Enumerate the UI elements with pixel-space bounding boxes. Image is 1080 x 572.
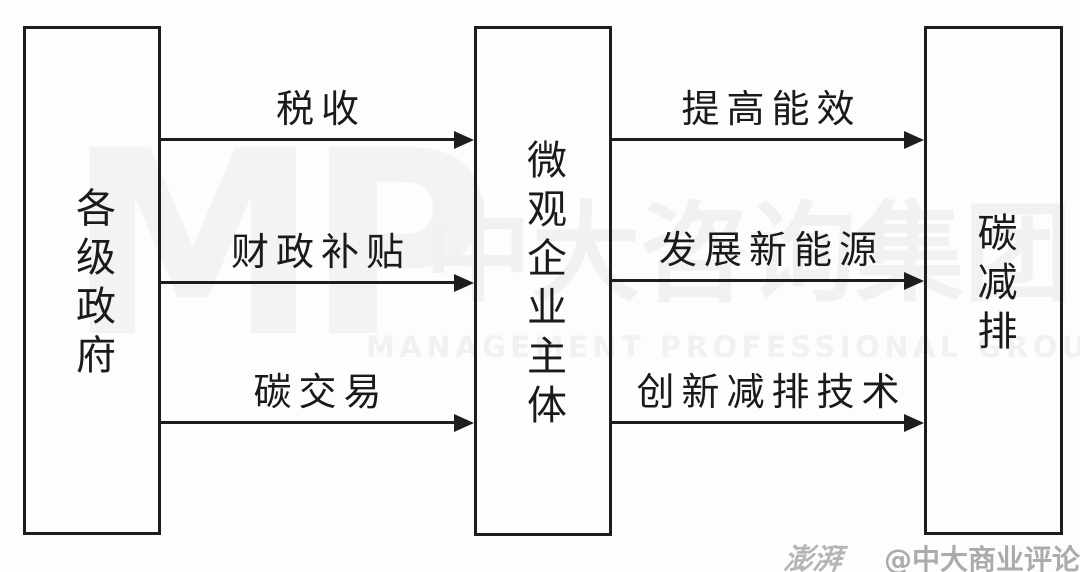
arrowhead-icon <box>454 273 474 292</box>
arrow-line <box>161 421 470 424</box>
node-carbon-reduction: 碳减排 <box>924 26 1063 535</box>
arrow-emission-reduction-tech: 创新减排技术 <box>612 372 924 432</box>
arrow-carbon-trading: 碳交易 <box>161 372 474 432</box>
arrow-new-energy: 发展新能源 <box>612 230 924 290</box>
arrow-line <box>612 138 920 141</box>
arrow-energy-efficiency-label: 提高能效 <box>681 89 862 132</box>
arrow-line <box>612 279 920 282</box>
arrow-energy-efficiency: 提高能效 <box>612 89 924 149</box>
arrow-carbon-trading-label: 碳交易 <box>253 372 389 415</box>
arrowhead-icon <box>904 271 924 290</box>
arrow-line <box>161 138 470 141</box>
arrow-fiscal-subsidy: 财政补贴 <box>161 232 474 292</box>
arrow-line <box>612 421 920 424</box>
node-micro-enterprise-label: 微观企业主体 <box>521 138 566 433</box>
arrowhead-icon <box>904 413 924 432</box>
node-micro-enterprise: 微观企业主体 <box>474 26 612 536</box>
node-carbon-reduction-label: 碳减排 <box>971 211 1017 359</box>
arrow-emission-reduction-tech-label: 创新减排技术 <box>636 372 907 415</box>
node-government: 各级政府 <box>23 26 161 535</box>
arrowhead-icon <box>454 413 474 432</box>
arrow-fiscal-subsidy-label: 财政补贴 <box>230 232 411 275</box>
pengpai-hao-logo: 澎湃号 <box>782 542 844 572</box>
node-government-label: 各级政府 <box>70 187 115 383</box>
attribution-account: @中大商业评论 <box>883 543 1080 572</box>
arrow-new-energy-label: 发展新能源 <box>658 230 884 273</box>
arrowhead-icon <box>454 130 474 149</box>
arrow-tax: 税收 <box>161 89 474 149</box>
arrowhead-icon <box>904 130 924 149</box>
arrow-line <box>161 281 470 284</box>
attribution: 澎湃号 @中大商业评论 <box>782 536 1080 572</box>
arrow-tax-label: 税收 <box>275 89 366 132</box>
